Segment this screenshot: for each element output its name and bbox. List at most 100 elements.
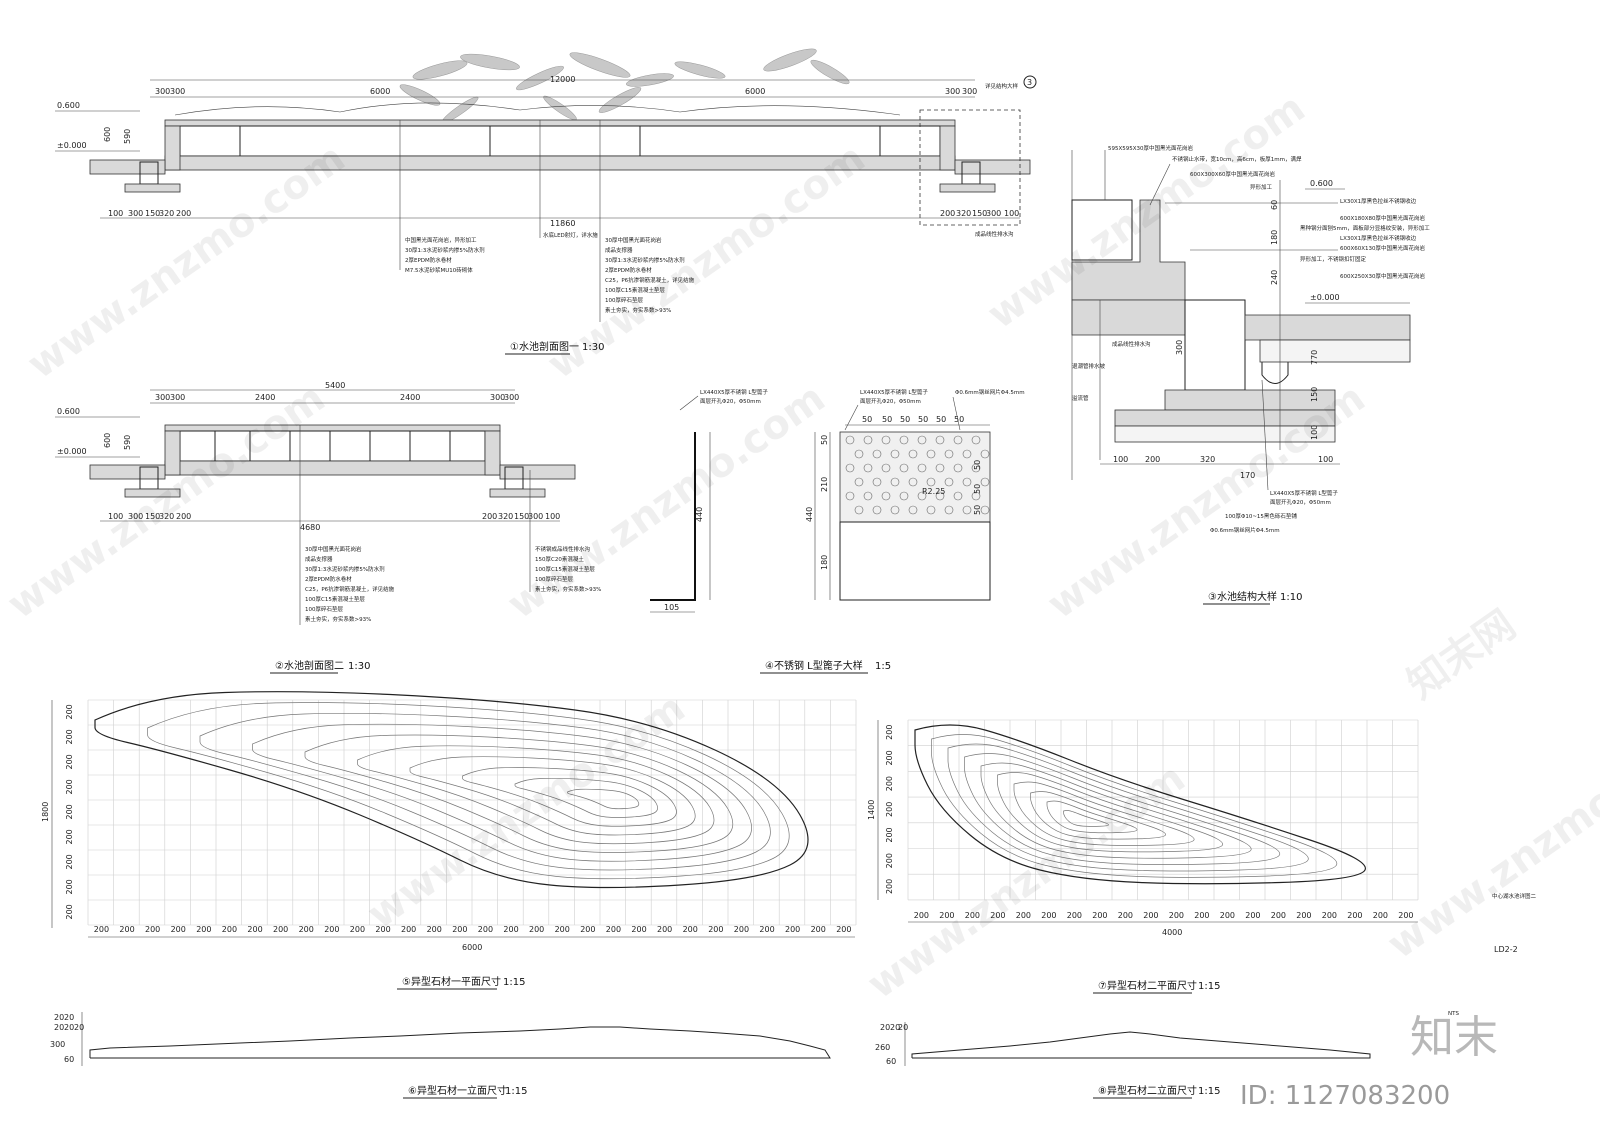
s2-dim-bot-1: 100 [108,512,123,521]
grid-dim-label: 200 [529,925,544,934]
contour-line [252,723,752,862]
s1-label-right-5: C25，P6抗渗钢筋混凝土，详见结施 [605,276,695,284]
grid-dim-label: 200 [119,925,134,934]
l-profile [650,432,696,601]
d3-labels: 595X595X30厚中国黑光面花岗岩 不锈钢止水带，宽10cm，高6cm，板厚… [1072,144,1430,534]
grate-hole [872,449,882,459]
grate-hole [917,435,927,445]
d3-dim-h-3: 320 [1200,455,1215,464]
dim-bot-9: 150 [972,209,987,218]
section2-scale: 1:30 [348,661,370,672]
grate-hole [872,477,882,487]
grid-dim-label: 200 [65,754,74,769]
d4-dim-h: 440 [695,507,704,522]
s1-label-left-2: 30厚1:3水泥砂浆内掺5%防水剂 [405,246,485,254]
s1-label-led: 水底LED射灯，详水施 [543,231,598,239]
d4-dim-right-2: 50 [973,484,982,494]
s2-dim-top-7: 300 [504,393,519,402]
contour-line [980,762,1252,859]
detail-callout-box [919,109,1021,226]
grate-hole [926,505,936,515]
level-0600: 0.600 [57,101,80,110]
d4-label-b2: 面层开孔Φ20，Φ50mm [860,397,921,405]
d4-dim-right-1: 50 [973,460,982,470]
watermark-2: www.znzmo.com [539,135,873,388]
elev6-dim-2: 20 [64,1023,74,1032]
section1-scale: 1:30 [582,342,604,353]
grate-hole [908,449,918,459]
grate-hole [971,463,981,473]
elev6-dim-3: 20 [74,1023,84,1032]
grid-dim-label: 200 [65,854,74,869]
grate-hole [953,463,963,473]
s2-height-600: 600 [103,433,112,448]
grid-dim-label: 200 [631,925,646,934]
s2-dim-top-5: 2400 [400,393,420,402]
d3-label-8: LX30X1厚黑色拉丝不锈钢收边 [1340,234,1417,242]
detail3-title: ③水池结构大样 [1208,590,1277,603]
stone-1-elevation: 20 20 20 20 20 300 60 ⑥异型石材一立面尺寸 1:15 [50,1012,831,1099]
grate-hole [854,505,864,515]
d3-dim-h-2: 200 [1145,455,1160,464]
d3-level-0000: ±0.000 [1310,293,1340,302]
d4-dim-top-5: 50 [936,415,946,424]
pool-rim [164,119,956,127]
ref-num: 3 [1027,78,1032,87]
grate-hole [863,435,873,445]
contour-line [1046,800,1138,834]
d3-label-14: 面层开孔Φ20，Φ50mm [1270,498,1331,506]
grid-dim-label: 200 [171,925,186,934]
ref-circle [1023,75,1037,89]
grid-dim-label: 200 [885,725,894,740]
elev8-dim-4: 260 [875,1043,890,1052]
dim-top-3: 6000 [370,87,390,96]
grate-hole [881,463,891,473]
grate-hole [890,477,900,487]
contour-line [409,756,696,836]
d3-label-2: 不锈钢止水带，宽10cm，高6cm，板厚1mm，满焊 [1172,155,1302,163]
d3-label-11: 600X250X30厚中国黑光面花岗岩 [1340,272,1426,280]
dim-bot-10: 300 [986,209,1001,218]
d4-dim-left-1: 50 [820,435,829,445]
d3-water [1071,199,1133,261]
grid-dim-label: 200 [580,925,595,934]
watermark-1: www.znzmo.com [19,135,353,388]
grate-hole [881,435,891,445]
s1-label-left-3: 2厚EPDM防水卷材 [405,256,452,264]
grid-dim-label: 200 [324,925,339,934]
s2-dim-top-3: 5400 [325,381,345,390]
grid-dim-label: 200 [1271,911,1286,920]
grid-dim-label: 200 [222,925,237,934]
grate-hole [899,491,909,501]
level-0000: ±0.000 [57,141,87,150]
grate-hole [926,477,936,487]
contour-line [1013,781,1195,846]
contour-line [514,777,658,818]
dim-top-7: 300 [962,87,977,96]
contour-line [947,743,1309,872]
s1-label-left-4: M7.5水泥砂浆MU10砖砌体 [405,266,473,274]
height-590: 590 [123,129,132,144]
elev6-dim-5: 20 [64,1013,74,1022]
s2-label-right-1: 不锈钢成品线性排水沟 [535,545,591,553]
d4-dim-total: 440 [805,507,814,522]
grate-hole [908,477,918,487]
contour-line [964,753,1281,865]
grate-hole [890,505,900,515]
grid-dim-label: 200 [1220,911,1235,920]
elev8-dim-1: 20 [880,1023,890,1032]
height-600: 600 [103,127,112,142]
grid-dim-label: 200 [683,925,698,934]
s1-right-tag: 成品线性排水沟 [975,230,1014,238]
grate-hole [962,477,972,487]
grid-dim-label: 200 [1373,911,1388,920]
grid-dim-label: 200 [1067,911,1082,920]
s2-dim-bot-5: 200 [176,512,191,521]
grate-hole [935,463,945,473]
grid-dim-label: 200 [375,925,390,934]
grid-dim-label: 200 [65,804,74,819]
watermark-4: www.znzmo.com [0,375,334,628]
s1-label-right-4: 2厚EPDM防水卷材 [605,266,652,274]
s2-dim-bot-3: 150 [145,512,160,521]
s2-dim-bot-7: 200 [482,512,497,521]
